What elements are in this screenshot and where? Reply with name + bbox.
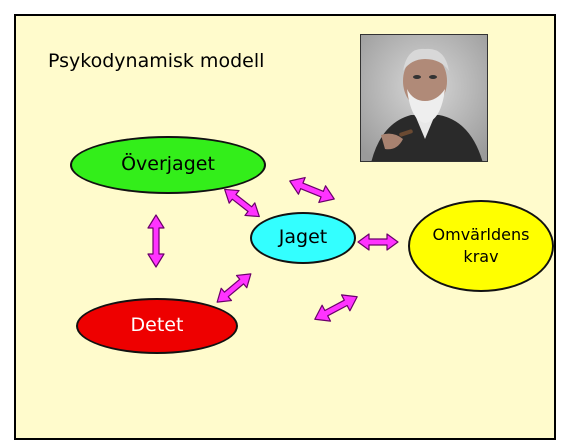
node-overjaget-label: Överjaget — [121, 153, 215, 176]
arrow-upper-right — [289, 176, 335, 204]
portrait-photo — [360, 34, 488, 162]
node-omvarldens-krav: Omvärldens krav — [408, 200, 554, 292]
slide-title: Psykodynamisk modell — [48, 50, 265, 72]
node-omvarldens-label-line2: krav — [463, 247, 499, 266]
node-detet-label: Detet — [130, 314, 184, 337]
slide: Psykodynamisk modell — [14, 14, 556, 440]
node-overjaget: Överjaget — [70, 136, 266, 194]
arrow-overjaget-detet — [147, 214, 165, 268]
arrow-jaget-omvarldens — [357, 233, 399, 251]
node-omvarldens-label-line1: Omvärldens — [432, 225, 530, 245]
node-detet: Detet — [76, 298, 238, 354]
arrow-detet-jaget — [216, 273, 252, 303]
arrow-overjaget-jaget — [224, 188, 260, 218]
arrow-layer — [147, 176, 399, 322]
node-jaget: Jaget — [250, 212, 356, 264]
node-jaget-label: Jaget — [278, 226, 328, 249]
arrow-lower-right — [314, 294, 358, 322]
